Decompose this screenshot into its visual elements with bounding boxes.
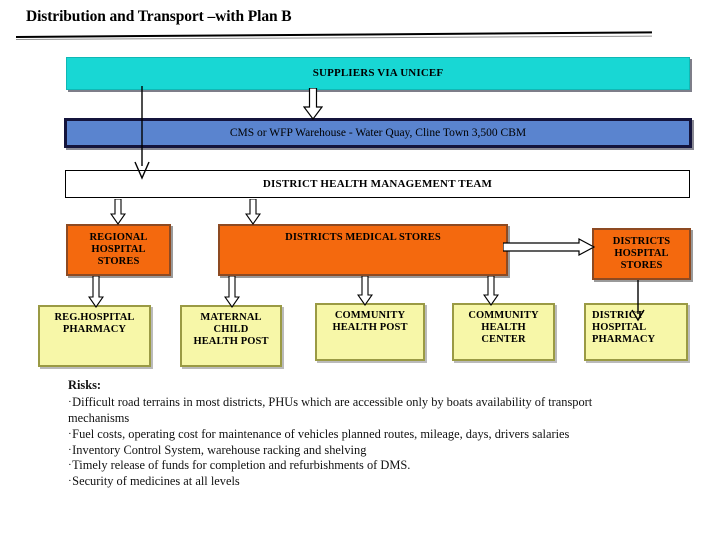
risks-heading: Risks: bbox=[68, 378, 102, 392]
arrow-dhmt-to-districts-medical-stores bbox=[245, 199, 261, 225]
risk-item-text: Inventory Control System, warehouse rack… bbox=[72, 442, 367, 457]
node-label: REG.HOSPITAL PHARMACY bbox=[54, 312, 135, 335]
node-label: DISTRICTS MEDICAL STORES bbox=[285, 232, 441, 243]
node-label: DISTRICT HOSPITAL PHARMACY bbox=[592, 310, 656, 345]
page-title: Distribution and Transport –with Plan B bbox=[26, 8, 292, 25]
risk-item-text: Timely release of funds for completion a… bbox=[72, 458, 411, 473]
risk-item: ·Security of medicines at all levels bbox=[68, 474, 648, 490]
bullet-glyph: · bbox=[68, 459, 72, 472]
arrow-regional-stores-to-reg-pharmacy bbox=[88, 276, 104, 308]
node-maternal-child-health-post[interactable]: MATERNAL CHILD HEALTH POST bbox=[180, 305, 282, 367]
arrow-medical-stores-to-hospital-stores bbox=[503, 238, 595, 256]
risk-item: ·Timely release of funds for completion … bbox=[68, 458, 648, 474]
node-label: DISTRICT HEALTH MANAGEMENT TEAM bbox=[262, 177, 493, 190]
arrow-medical-stores-to-community-health-post bbox=[357, 276, 373, 306]
bullet-glyph: · bbox=[68, 475, 72, 488]
arrow-medical-stores-to-community-health-center bbox=[483, 276, 499, 306]
arrow-hospital-stores-to-district-pharmacy bbox=[628, 280, 650, 322]
arrow-dhmt-to-regional-hospital-stores bbox=[110, 199, 126, 225]
arrow-suppliers-to-warehouse bbox=[303, 88, 323, 120]
node-label: CMS or WFP Warehouse - Water Quay, Cline… bbox=[229, 126, 527, 139]
bullet-glyph: · bbox=[68, 427, 72, 440]
node-districts-medical-stores[interactable]: DISTRICTS MEDICAL STORES bbox=[218, 224, 508, 276]
node-community-health-center[interactable]: COMMUNITY HEALTH CENTER bbox=[452, 303, 555, 361]
node-label: MATERNAL CHILD HEALTH POST bbox=[193, 312, 269, 347]
node-district-health-management-team[interactable]: DISTRICT HEALTH MANAGEMENT TEAM bbox=[65, 170, 690, 198]
risk-item-text: Difficult road terrains in most district… bbox=[68, 394, 593, 425]
risk-item-text: Security of medicines at all levels bbox=[72, 474, 240, 489]
risk-item-text: Fuel costs, operating cost for maintenan… bbox=[72, 426, 570, 441]
node-label: DISTRICTS HOSPITAL STORES bbox=[612, 236, 671, 271]
risk-item: ·Difficult road terrains in most distric… bbox=[68, 395, 648, 427]
arrow-medical-stores-to-maternal-child-health-post bbox=[224, 276, 240, 308]
risk-item: ·Inventory Control System, warehouse rac… bbox=[68, 443, 648, 459]
node-label: SUPPLIERS VIA UNICEF bbox=[312, 67, 444, 80]
node-suppliers-via-unicef[interactable]: SUPPLIERS VIA UNICEF bbox=[66, 57, 690, 90]
bullet-glyph: · bbox=[68, 395, 72, 408]
risk-item: ·Fuel costs, operating cost for maintena… bbox=[68, 427, 648, 443]
node-community-health-post[interactable]: COMMUNITY HEALTH POST bbox=[315, 303, 425, 361]
node-label: COMMUNITY HEALTH POST bbox=[332, 310, 408, 333]
arrow-suppliers-to-dhmt bbox=[130, 86, 156, 180]
node-cms-wfp-warehouse[interactable]: CMS or WFP Warehouse - Water Quay, Cline… bbox=[64, 118, 692, 148]
node-districts-hospital-stores[interactable]: DISTRICTS HOSPITAL STORES bbox=[592, 228, 691, 280]
node-district-hospital-pharmacy[interactable]: DISTRICT HOSPITAL PHARMACY bbox=[584, 303, 688, 361]
node-regional-hospital-stores[interactable]: REGIONAL HOSPITAL STORES bbox=[66, 224, 171, 276]
node-label: REGIONAL HOSPITAL STORES bbox=[89, 232, 148, 267]
title-divider bbox=[15, 31, 652, 40]
risks-section: Risks: ·Difficult road terrains in most … bbox=[68, 378, 648, 490]
node-reg-hospital-pharmacy[interactable]: REG.HOSPITAL PHARMACY bbox=[38, 305, 151, 367]
node-label: COMMUNITY HEALTH CENTER bbox=[468, 310, 539, 345]
bullet-glyph: · bbox=[68, 443, 72, 456]
